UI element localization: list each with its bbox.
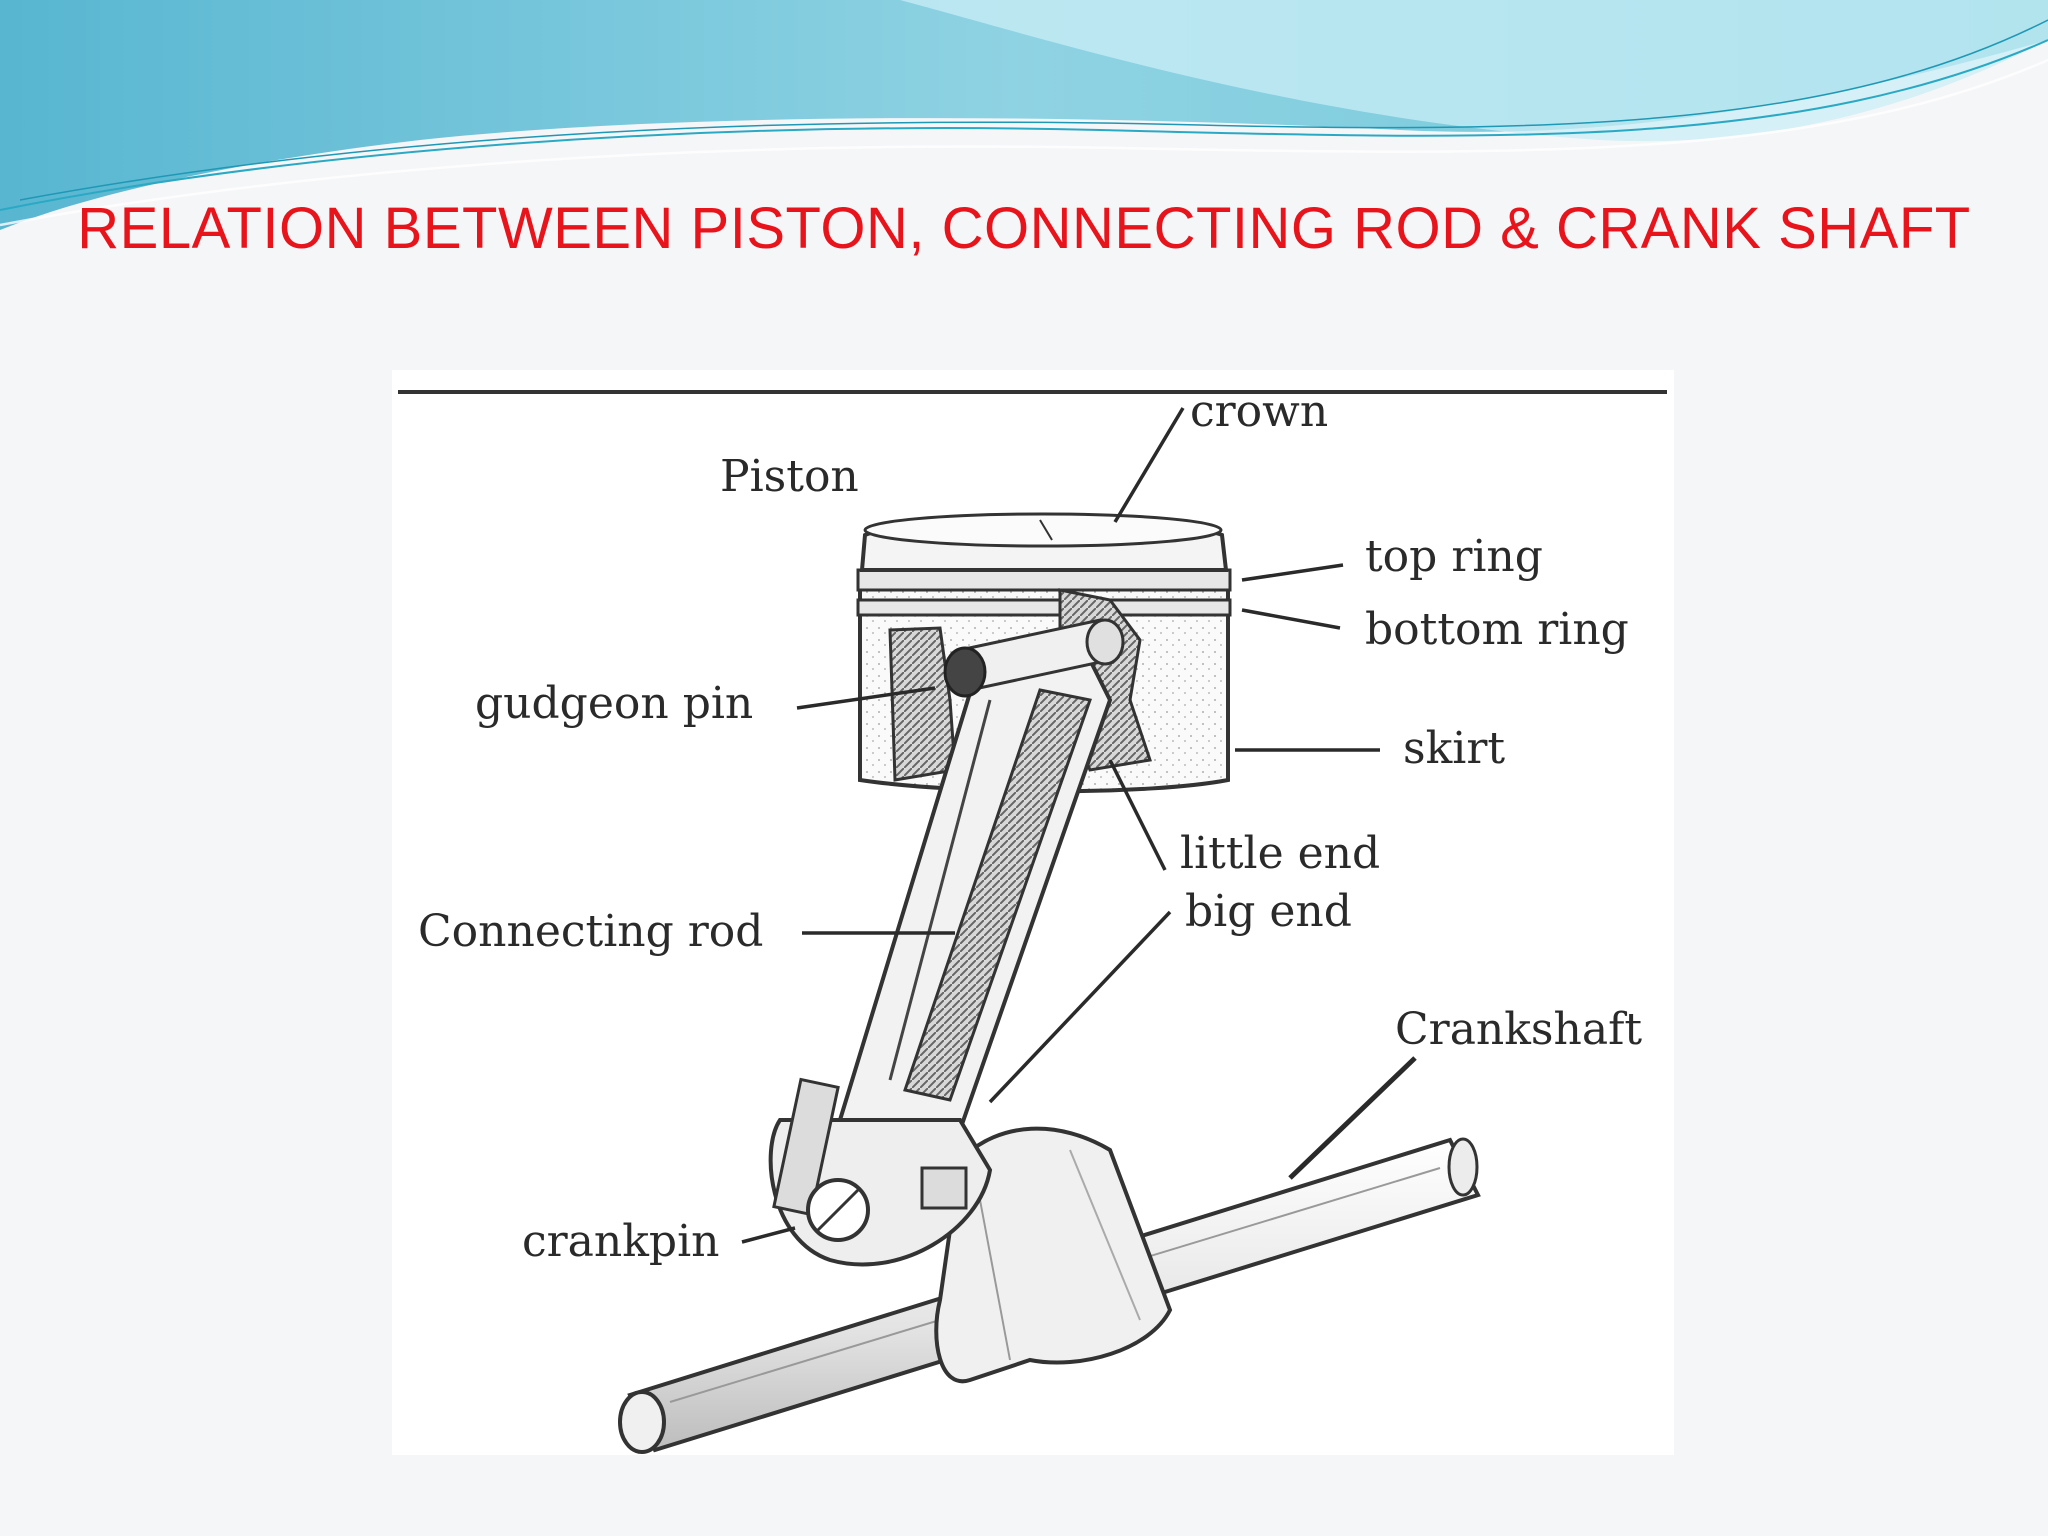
wave-line-1 — [0, 39, 2048, 211]
gudgeon-pin — [943, 618, 1125, 698]
leader-lines — [741, 407, 1417, 1244]
slide-title: RELATION BETWEEN PISTON, CONNECTING ROD … — [77, 196, 1971, 261]
label-crown: crown — [1190, 386, 1329, 437]
label-top-ring: top ring — [1365, 531, 1543, 582]
piston-top-ring — [856, 568, 1232, 592]
label-piston: Piston — [720, 451, 859, 502]
wave-line-2 — [0, 58, 2048, 227]
label-gudgeon-pin: gudgeon pin — [475, 678, 754, 729]
label-skirt: skirt — [1403, 723, 1506, 774]
label-bottom-ring: bottom ring — [1365, 604, 1629, 655]
label-connecting-rod: Connecting rod — [418, 906, 764, 957]
crank-web — [934, 1126, 1173, 1384]
label-crankshaft: Crankshaft — [1395, 1004, 1643, 1055]
label-crankpin: crankpin — [522, 1216, 720, 1267]
wave-line-3 — [19, 19, 2048, 201]
label-big-end: big end — [1185, 886, 1352, 937]
piston-bottom-ring — [856, 598, 1232, 617]
label-little-end: little end — [1180, 828, 1381, 879]
